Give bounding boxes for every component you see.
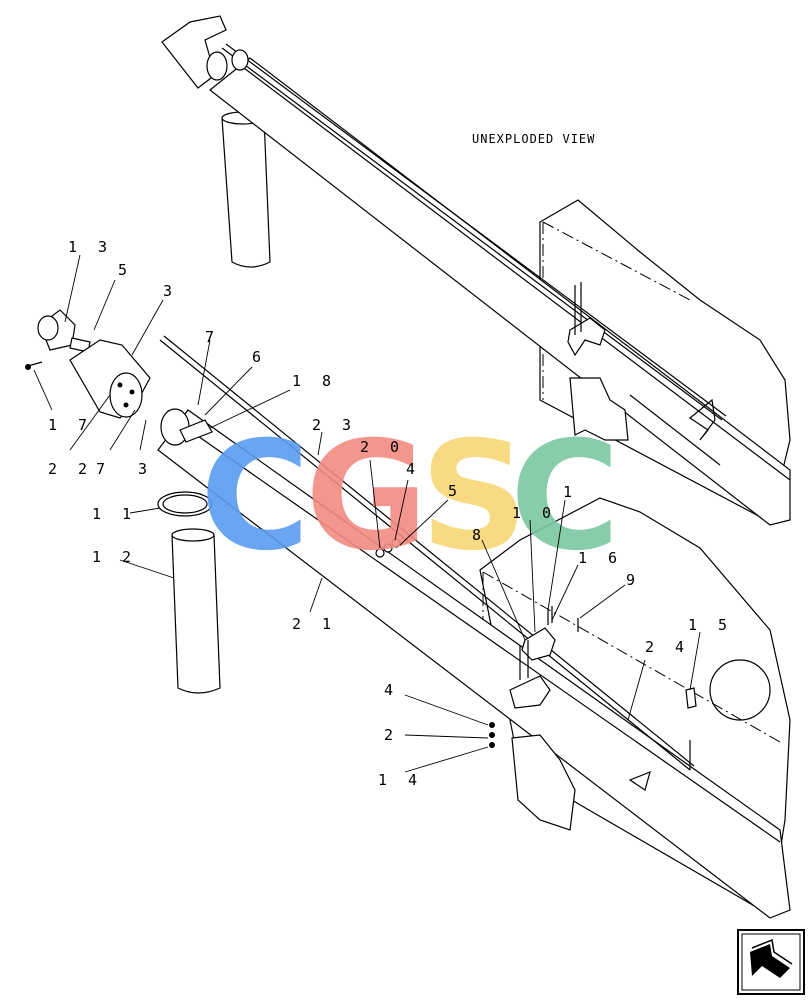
callout-15: 1 5 (688, 616, 733, 634)
leader-lines (33, 254, 701, 773)
callout-4: 4 (406, 460, 421, 478)
unexploded-assembly (161, 15, 791, 526)
callout-13: 1 3 (68, 238, 113, 256)
guide-rod (159, 339, 691, 771)
callout-6: 6 (252, 348, 267, 366)
watermark-letter-3: S (420, 410, 528, 584)
clamp-ring (157, 491, 213, 517)
callout-10: 1 0 (512, 504, 557, 522)
callout-22: 2 2 (48, 460, 93, 478)
callout-11: 1 1 (92, 505, 137, 523)
watermark-letter-2: G (305, 410, 428, 584)
callout-8: 8 (472, 526, 487, 544)
frame-access-hole (709, 659, 771, 721)
callout-21: 2 1 (292, 615, 337, 633)
callout-12: 1 2 (92, 548, 137, 566)
callout-4b: 4 (384, 681, 399, 699)
vertical-tube (171, 534, 221, 694)
next-page-arrow-icon[interactable] (737, 929, 805, 995)
watermark: C G S C (200, 410, 620, 584)
callout-20: 2 0 (360, 438, 405, 456)
callout-3: 3 (163, 282, 178, 300)
callout-7: 7 (205, 328, 220, 346)
watermark-letter-4: C (510, 410, 620, 584)
callout-17: 1 7 (48, 416, 93, 434)
decal (179, 419, 213, 443)
callout-1: 1 (563, 483, 578, 501)
callout-7b: 7 (96, 460, 111, 478)
callout-3b: 3 (138, 460, 153, 478)
callout-5b: 5 (448, 482, 463, 500)
upper-mount-plate (569, 377, 629, 441)
callout-24: 2 4 (645, 638, 690, 656)
upper-rod-bracket (567, 317, 606, 357)
callout-16: 1 6 (578, 549, 623, 567)
lower-mount-plate (511, 734, 576, 831)
rod-bracket (521, 627, 556, 661)
view-label: UNEXPLODED VIEW (472, 132, 595, 146)
callout-2: 2 (384, 726, 399, 744)
callout-numbers: 1 3 5 3 7 6 1 8 1 7 2 2 7 3 2 3 2 0 4 5 … (48, 238, 733, 789)
watermark-letter-1: C (200, 410, 310, 584)
callout-9: 9 (626, 571, 641, 589)
callout-5: 5 (118, 261, 133, 279)
exploded-assembly (25, 309, 791, 919)
hydraulic-motor (37, 309, 91, 353)
upper-downspout (221, 117, 271, 268)
callout-18: 1 8 (292, 372, 337, 390)
callout-23: 2 3 (312, 416, 357, 434)
callout-14: 1 4 (378, 771, 423, 789)
saddle-plate (509, 675, 551, 709)
